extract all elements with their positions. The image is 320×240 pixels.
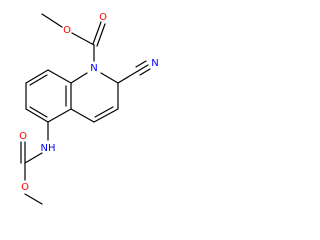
bond-c8-c7-inner	[29, 74, 48, 86]
bond-c3-c4	[93, 108, 119, 123]
bonds	[20, 13, 151, 205]
bond-cn-triple-b	[135, 60, 147, 68]
atom-nh: NH	[41, 143, 56, 154]
atom-n-nitrile: N	[151, 58, 158, 69]
atom-labels: O O N N NH O O	[19, 12, 159, 193]
bond-n-c2	[100, 72, 119, 84]
bond-c-o-double-top-a	[92, 21, 102, 45]
atom-n-ring: N	[90, 63, 97, 74]
bond-c6-c5	[25, 108, 49, 123]
bond-c8-c7	[25, 69, 49, 84]
bond-o-c-carbonyl-top	[71, 32, 95, 46]
bond-methyl-o-top	[41, 13, 63, 28]
bond-c4-c4a	[70, 108, 95, 123]
atom-o-carbonyl-top: O	[99, 12, 107, 23]
atom-o-carbonyl-bottom: O	[19, 131, 27, 142]
molecule-structure: O O N N NH O O	[19, 12, 159, 205]
bond-c2-cn	[117, 70, 139, 84]
atom-o-ether-top: O	[63, 25, 71, 36]
bond-c6-c5-inner	[29, 106, 48, 118]
bond-c-o-double-top-b	[96, 23, 106, 47]
bond-c3-c4-inner	[94, 106, 114, 118]
atom-o-ether-bottom: O	[21, 182, 29, 193]
bond-c8a-c8	[47, 69, 72, 84]
bond-cn-triple-c	[139, 68, 151, 76]
bond-cn-triple-a	[137, 64, 149, 72]
bond-c8a-n	[70, 72, 88, 84]
bond-c5-c4a	[47, 108, 72, 123]
bond-nh-c-carbonyl	[24, 152, 43, 164]
bond-o-methyl-bottom	[24, 193, 43, 205]
